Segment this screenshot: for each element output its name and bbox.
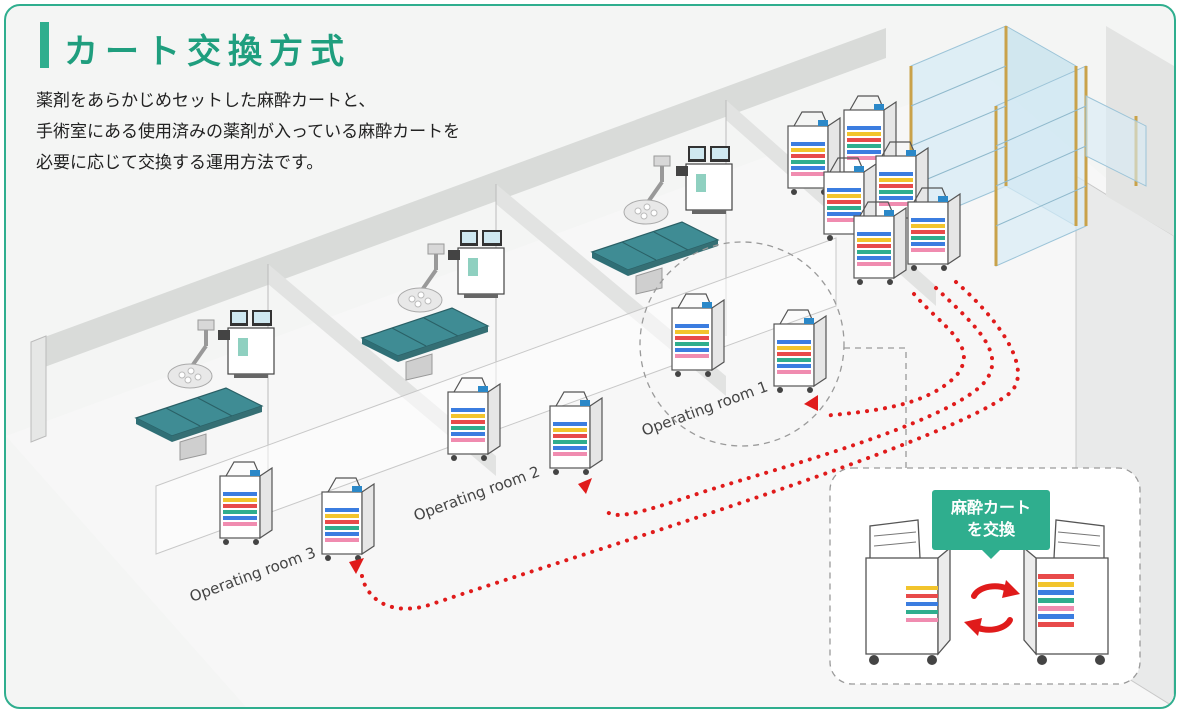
anesthesia-cart-icon [865,519,951,665]
diagram-frame: Operating room 3 Operating room 2 Operat… [4,4,1176,709]
exchange-badge: 麻酔カート を交換 [932,490,1050,550]
focus-circle [639,241,845,447]
description-line-3: 必要に応じて交換する運用方法です。 [36,153,324,173]
exchange-badge-line-1: 麻酔カート [950,498,1031,517]
description-line-2: 手術室にある使用済みの薬剤が入っている麻酔カートを [36,122,461,142]
exchange-badge-line-2: を交換 [966,520,1015,539]
description-line-1: 薬剤をあらかじめセットした麻酔カートと、 [36,91,376,111]
page-title: カート交換方式 [64,32,351,72]
exchange-route [360,280,1020,611]
description: 薬剤をあらかじめセットした麻酔カートと、 手術室にある使用済みの薬剤が入っている… [36,86,460,179]
storage-shelf-icon [909,25,1147,267]
title-accent-bar [40,22,49,68]
exchange-badge-tail [981,549,1001,559]
anesthesia-cart-icon [1023,519,1109,665]
hospital-floor-illustration: Operating room 3 Operating room 2 Operat… [6,25,1174,707]
